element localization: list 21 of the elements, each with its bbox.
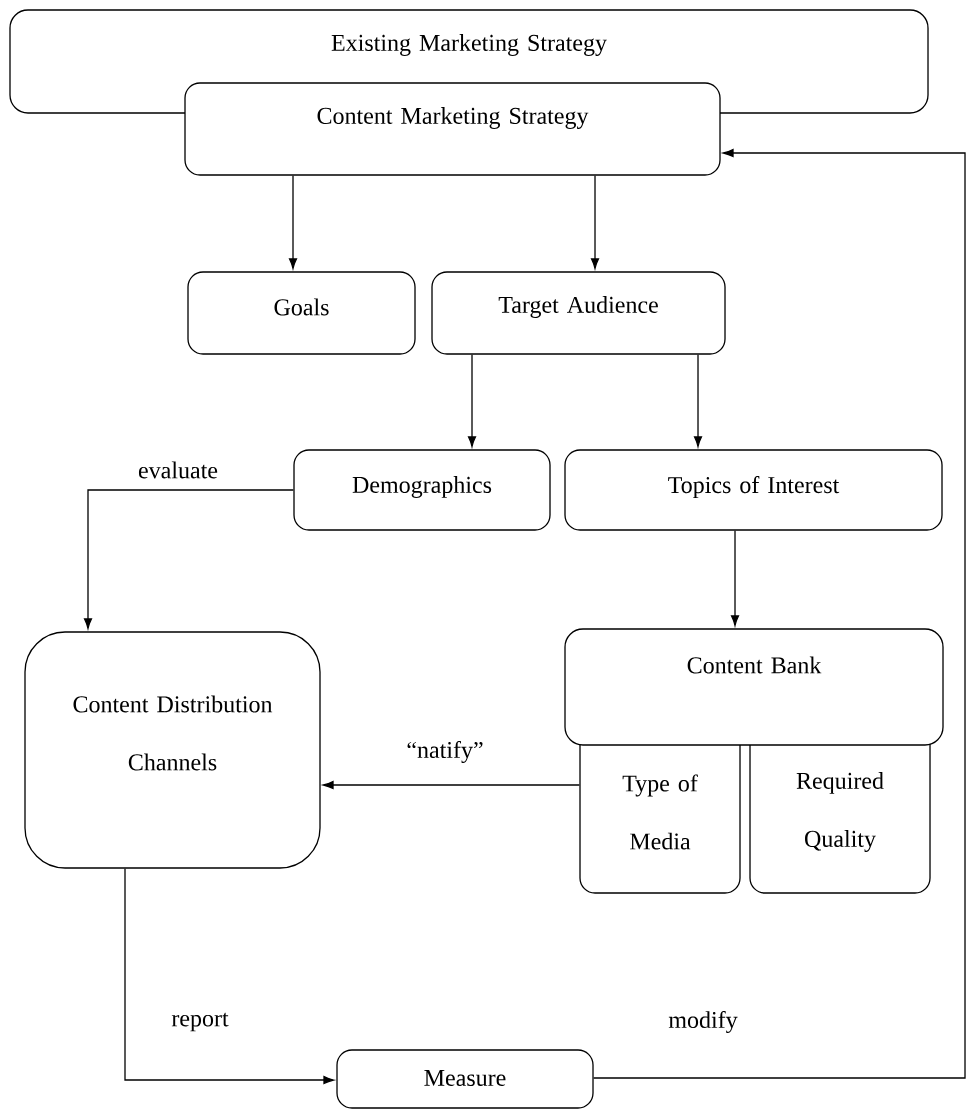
arrow <box>593 148 966 1079</box>
process-box: Content Bank <box>564 628 944 746</box>
process-box: Goals <box>187 271 416 355</box>
edge-label: modify <box>667 1009 739 1035</box>
edge-label: evaluate <box>137 460 219 480</box>
arrow <box>124 868 335 1085</box>
arrow <box>693 354 703 448</box>
arrow <box>83 489 294 630</box>
edge-label: report <box>170 1011 230 1033</box>
process-box: Topics of Interest <box>564 449 943 531</box>
arrow <box>467 354 477 448</box>
process-box: Demographics <box>293 449 551 531</box>
process-box: Content Marketing Strategy <box>184 82 721 176</box>
edge-label: “natify” <box>405 739 485 765</box>
arrow <box>288 175 298 270</box>
process-box: Content Distribution Channels <box>24 631 321 869</box>
process-box: Target Audience <box>431 271 726 355</box>
arrow <box>322 780 580 790</box>
arrow <box>590 175 600 270</box>
process-box: Measure <box>336 1049 594 1109</box>
arrow <box>730 530 740 627</box>
